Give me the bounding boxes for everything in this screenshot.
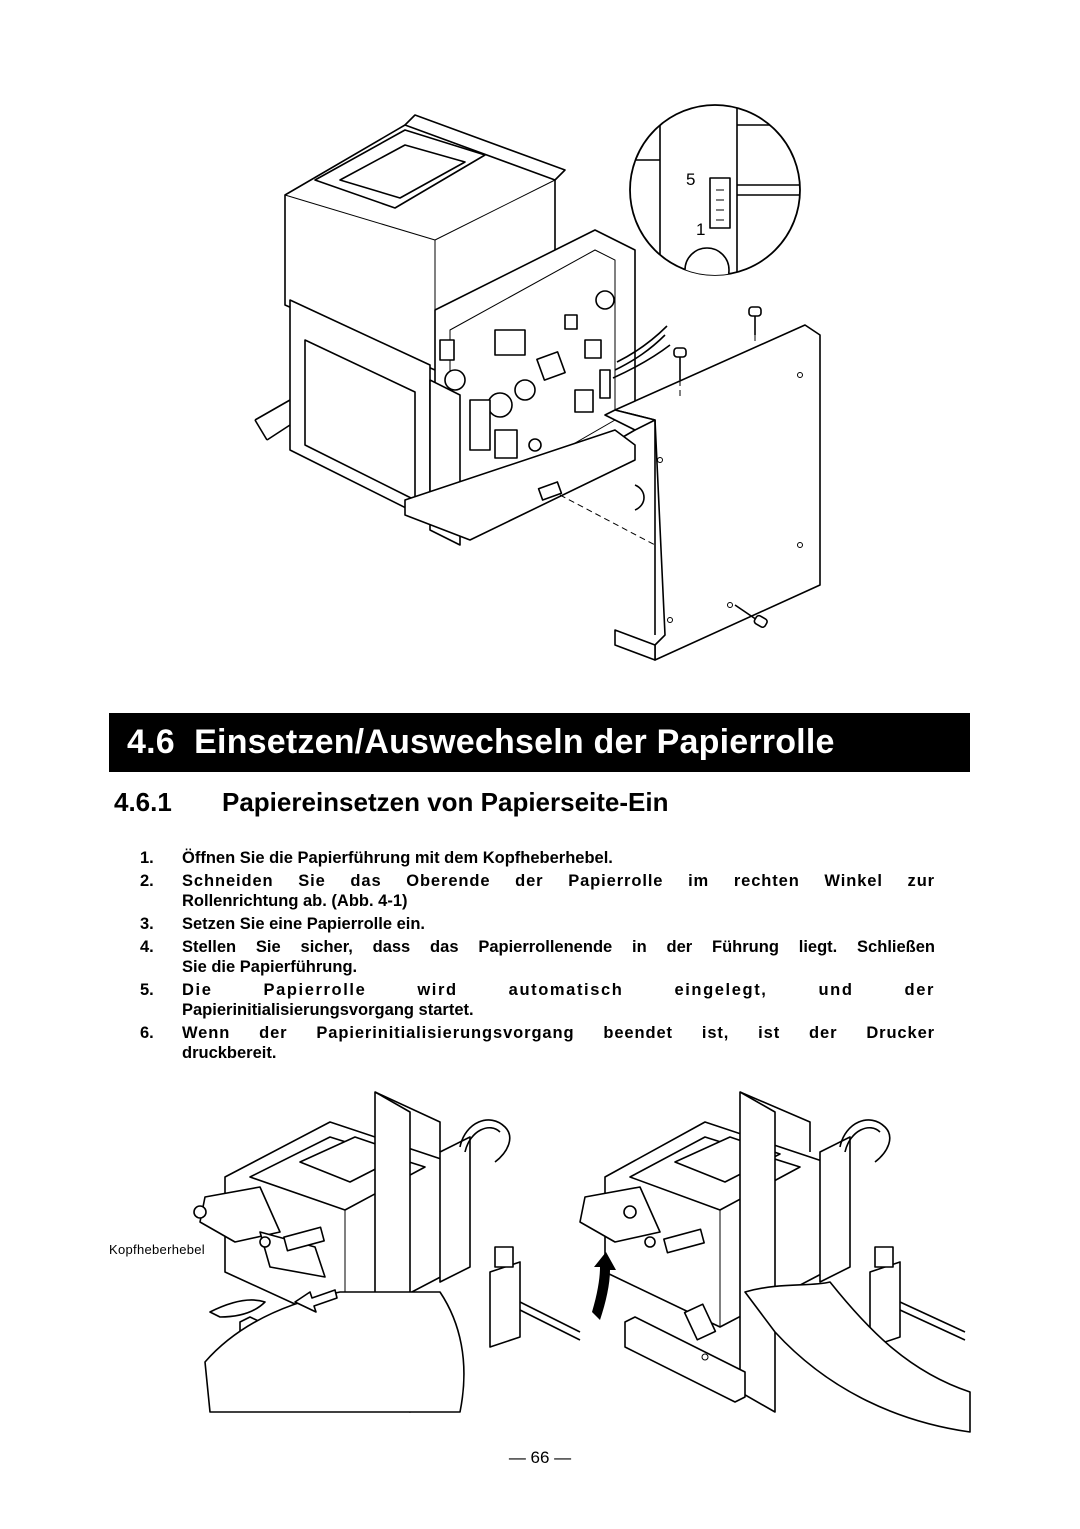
step-text-line: druckbereit.	[182, 1044, 277, 1062]
connector-pin-bottom-label: 1	[696, 220, 705, 239]
step-text-line: Wenn der Papierinitialisierungsvorgang b…	[182, 1024, 935, 1042]
list-item: 3. Setzen Sie eine Papierrolle ein.	[140, 915, 426, 933]
instruction-steps-list: 1. Öffnen Sie die Papierführung mit dem …	[140, 848, 935, 1066]
section-number: 4.6	[127, 723, 175, 761]
list-item: 5. Die Papierrolle wird automatisch eing…	[140, 981, 935, 1019]
step-text: Öffnen Sie die Papierführung mit dem Kop…	[182, 849, 613, 867]
step-text-line: Rollenrichtung ab. (Abb. 4-1)	[182, 892, 408, 910]
list-item: 6. Wenn der Papierinitialisierungsvorgan…	[140, 1024, 935, 1062]
step-text-line: Schneiden Sie das Oberende der Papierrol…	[182, 872, 935, 890]
printer-mounting-illustration: 5 1	[254, 104, 821, 661]
step-text-line: Sie die Papierführung.	[182, 958, 358, 976]
subsection-heading: 4.6.1 Papiereinsetzen von Papierseite-Ein	[114, 787, 669, 818]
lever-label: Kopfheberhebel	[109, 1242, 205, 1257]
step-text-line: Papierinitialisierungsvorgang startet.	[182, 1001, 474, 1019]
subsection-title: Papiereinsetzen von Papierseite-Ein	[222, 787, 669, 817]
list-item: 1. Öffnen Sie die Papierführung mit dem …	[140, 849, 613, 867]
page-number: — 66 —	[508, 1448, 572, 1467]
connector-pin-top-label: 5	[686, 170, 695, 189]
list-item: 2. Schneiden Sie das Oberende der Papier…	[140, 872, 935, 910]
list-item: 4. Stellen Sie sicher, dass das Papierro…	[140, 938, 935, 976]
subsection-number: 4.6.1	[114, 787, 172, 817]
step-text-line: Die Papierrolle wird automatisch eingele…	[182, 981, 935, 999]
step-text: Setzen Sie eine Papierrolle ein.	[182, 915, 426, 933]
paper-closed-illustration	[579, 1091, 971, 1433]
section-title: Einsetzen/Auswechseln der Papierrolle	[194, 723, 835, 761]
paper-insertion-illustration	[193, 1091, 581, 1413]
section-heading-banner: 4.6 Einsetzen/Auswechseln der Papierroll…	[109, 713, 970, 772]
step-text-line: Stellen Sie sicher, dass das Papierrolle…	[182, 938, 935, 956]
connector-detail-callout	[629, 104, 801, 276]
